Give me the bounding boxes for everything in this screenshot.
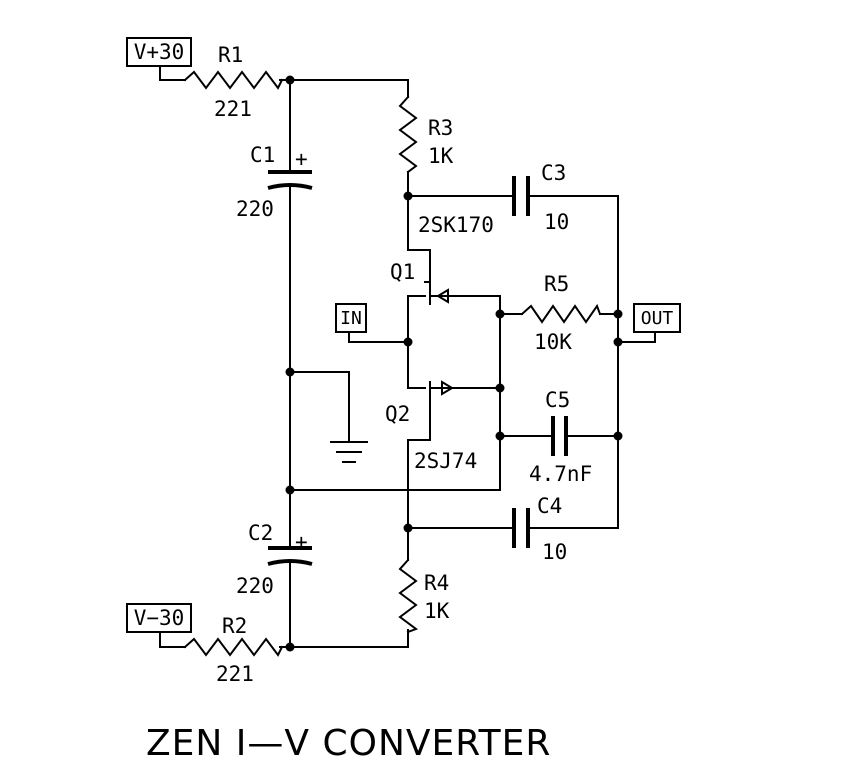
r2-ref: R2 xyxy=(222,614,247,638)
capacitor-c1 xyxy=(267,170,313,190)
capacitor-c3 xyxy=(512,176,530,216)
diagram-title: ZEN I—V CONVERTER xyxy=(146,723,551,763)
junction-dot xyxy=(403,523,413,533)
junction-dot xyxy=(403,191,413,201)
wire-vminus-r2 xyxy=(159,631,186,648)
r1-value: 221 xyxy=(214,97,252,121)
junction-dot xyxy=(285,75,295,85)
wire-q1-drain xyxy=(407,249,431,269)
r5-ref: R5 xyxy=(544,272,569,296)
resistor-r2 xyxy=(183,637,284,657)
wire-ground xyxy=(289,371,350,443)
wire-top-rail xyxy=(279,79,409,98)
junction-dot xyxy=(285,367,295,377)
junction-dot xyxy=(403,337,413,347)
c5-value: 4.7nF xyxy=(529,462,592,486)
resistor-r4 xyxy=(398,558,419,634)
junction-dot xyxy=(495,383,505,393)
q1-ref: Q1 xyxy=(390,260,415,284)
capacitor-c5 xyxy=(551,416,568,456)
junction-dot xyxy=(495,431,505,441)
resistor-r1 xyxy=(183,70,284,90)
junction-dot xyxy=(613,309,623,319)
capacitor-c4 xyxy=(512,508,530,548)
c1-polarity: + xyxy=(295,147,308,171)
port-vminus-label: V−30 xyxy=(134,606,185,630)
wire-out xyxy=(617,331,656,343)
ground-icon xyxy=(330,441,368,463)
junction-dot xyxy=(613,337,623,347)
wire-q2-drain xyxy=(407,415,431,561)
capacitor-c2 xyxy=(267,546,313,566)
junction-dot xyxy=(285,485,295,495)
r3-ref: R3 xyxy=(428,116,453,140)
junction-dot xyxy=(495,309,505,319)
c2-value: 220 xyxy=(236,574,274,598)
port-vplus-label: V+30 xyxy=(134,40,185,64)
wire-output-rail xyxy=(527,195,619,529)
c1-value: 220 xyxy=(236,197,274,221)
r4-ref: R4 xyxy=(424,571,449,595)
transistor-q1 xyxy=(424,267,449,305)
c5-ref: C5 xyxy=(545,388,570,412)
wires xyxy=(159,65,656,648)
port-out-label: OUT xyxy=(641,308,674,329)
wire-in xyxy=(348,331,409,343)
port-out: OUT xyxy=(633,303,681,333)
port-vminus: V−30 xyxy=(126,603,192,633)
q2-part: 2SJ74 xyxy=(414,449,477,473)
r2-value: 221 xyxy=(216,662,254,686)
junction-dot xyxy=(613,431,623,441)
c4-ref: C4 xyxy=(537,494,562,518)
r5-value: 10K xyxy=(534,330,572,354)
r4-value: 1K xyxy=(424,599,450,623)
c2-ref: C2 xyxy=(248,521,273,545)
q2-ref: Q2 xyxy=(385,402,410,426)
wire-q1-source xyxy=(289,295,501,491)
transistor-q2 xyxy=(429,380,454,417)
port-in-label: IN xyxy=(340,308,362,329)
q1-part: 2SK170 xyxy=(418,213,494,237)
wire-vplus-r1 xyxy=(159,65,186,81)
junction-dot xyxy=(285,642,295,652)
c2-polarity: + xyxy=(295,530,308,554)
c3-value: 10 xyxy=(544,210,569,234)
wire-bottom-rail xyxy=(279,629,409,648)
junctions xyxy=(285,75,623,652)
resistor-r5 xyxy=(520,303,602,324)
resistor-r3 xyxy=(398,95,418,174)
c1-ref: C1 xyxy=(250,143,275,167)
port-vplus: V+30 xyxy=(126,37,192,67)
c4-value: 10 xyxy=(542,540,567,564)
c3-ref: C3 xyxy=(541,161,566,185)
r3-value: 1K xyxy=(428,144,454,168)
r1-ref: R1 xyxy=(218,43,243,67)
port-in: IN xyxy=(335,303,367,333)
